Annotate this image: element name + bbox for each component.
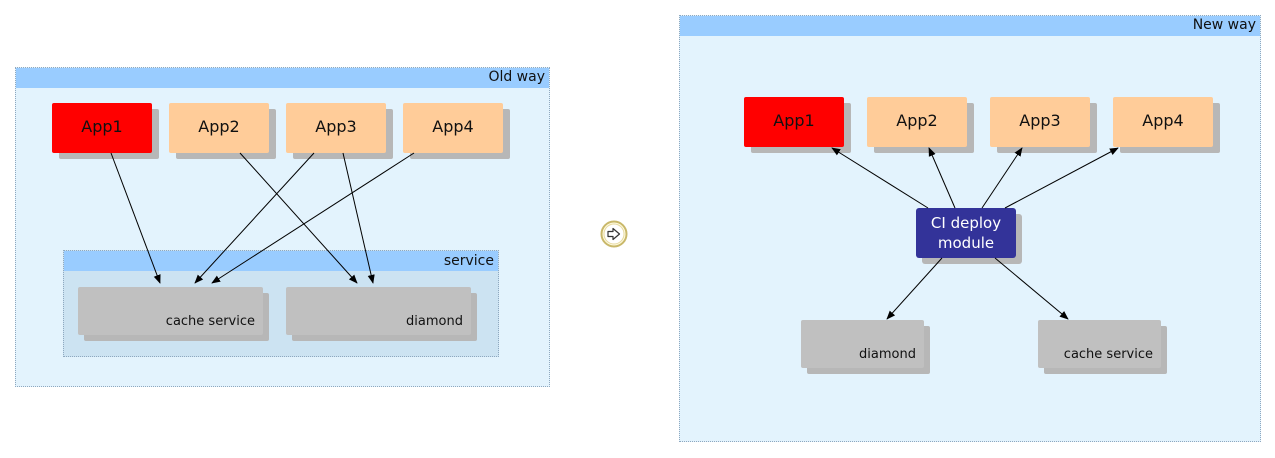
old-app2-label: App2 [198, 117, 240, 136]
old-diamond[interactable]: diamond [286, 287, 471, 335]
new-diamond[interactable]: diamond [801, 320, 924, 368]
old-app4[interactable]: App4 [403, 103, 503, 153]
old-cache-service-label: cache service [165, 314, 255, 329]
old-app1[interactable]: App1 [52, 103, 152, 153]
service-group-header [64, 251, 498, 271]
old-way-title: Old way [488, 69, 545, 85]
new-app2[interactable]: App2 [867, 97, 967, 147]
new-app3[interactable]: App3 [990, 97, 1090, 147]
new-cache-service-label: cache service [1063, 347, 1153, 362]
old-app1-label: App1 [81, 117, 123, 136]
new-way-header [680, 16, 1260, 36]
old-cache-service[interactable]: cache service [78, 287, 263, 335]
ci-deploy-module[interactable]: CI deploy module [916, 208, 1016, 258]
old-app3[interactable]: App3 [286, 103, 386, 153]
new-cache-service[interactable]: cache service [1038, 320, 1161, 368]
new-diamond-label: diamond [859, 347, 916, 362]
old-app3-label: App3 [315, 117, 357, 136]
next-arrow-icon[interactable] [600, 220, 628, 248]
new-way-title: New way [1192, 17, 1256, 33]
new-app1[interactable]: App1 [744, 97, 844, 147]
service-group-title: service [443, 253, 494, 269]
new-app4[interactable]: App4 [1113, 97, 1213, 147]
ci-deploy-module-label: CI deploy module [930, 214, 1002, 252]
old-app4-label: App4 [432, 117, 474, 136]
new-app2-label: App2 [896, 111, 938, 130]
old-app2[interactable]: App2 [169, 103, 269, 153]
new-app3-label: App3 [1019, 111, 1061, 130]
new-app1-label: App1 [773, 111, 815, 130]
old-diamond-label: diamond [406, 314, 463, 329]
new-app4-label: App4 [1142, 111, 1184, 130]
old-way-header [16, 68, 549, 88]
